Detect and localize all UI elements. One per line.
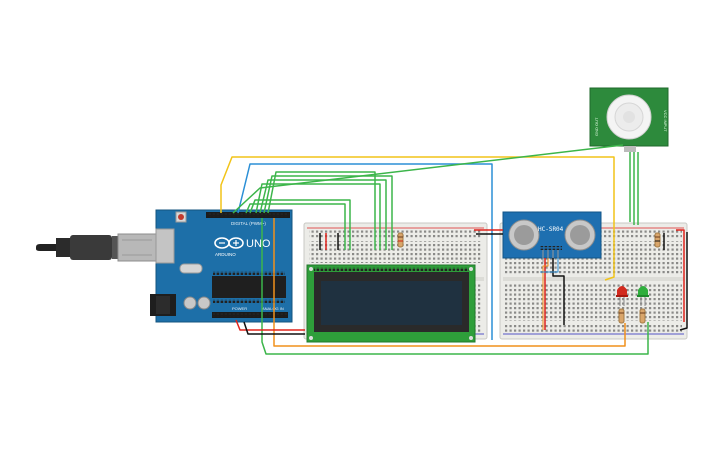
pir-right-label: VCC INPUT [663,110,668,132]
led-red [616,286,628,306]
pir-left-label: GND OUT [594,117,599,136]
analog-label: ANALOG IN [262,306,284,311]
arduino-label: ARDUINO [215,252,236,257]
ultrasonic-label: HC-SR04 [538,226,564,233]
resistor-4 [639,308,646,324]
resistor-2 [654,232,661,248]
uno-label: UNO [246,238,271,250]
wires [220,144,688,355]
usb-cable-icon [36,233,157,262]
led-green [637,286,649,306]
resistor-3 [618,308,625,324]
reset-button-icon[interactable] [175,211,187,223]
resistor-1 [397,232,404,248]
power-label: POWER [232,306,247,311]
arduino-uno-board: DIGITAL (PWM~) UNO ARDUINO POWER ANALOG … [150,209,293,323]
pir-sensor: GND OUT VCC INPUT [589,87,669,152]
arduino-logo-icon [214,237,244,249]
digital-label: DIGITAL (PWM~) [231,221,266,226]
lcd-display [306,264,476,343]
ultrasonic-sensor: HC-SR04 [502,211,602,262]
